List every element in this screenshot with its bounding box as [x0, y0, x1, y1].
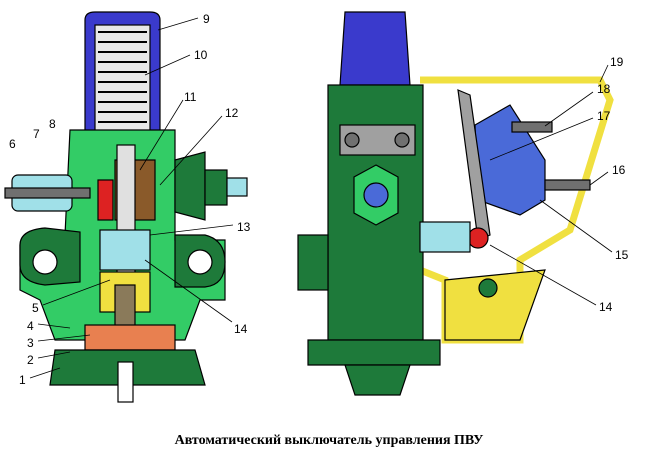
- label-1: 1: [19, 373, 26, 387]
- cyan-block: [419, 221, 471, 253]
- label-9: 9: [203, 12, 210, 26]
- side-fitting: [297, 234, 329, 291]
- label-5: 5: [32, 301, 39, 315]
- label-14-right: 14: [599, 300, 613, 314]
- label-18: 18: [597, 82, 611, 96]
- label-10: 10: [194, 48, 208, 62]
- diaphragm: [84, 324, 176, 351]
- spring-chamber: [94, 24, 151, 136]
- red-insert: [97, 179, 114, 221]
- label-14-left: 14: [234, 322, 248, 336]
- label-17: 17: [597, 109, 611, 123]
- label-11: 11: [184, 90, 197, 104]
- base: [307, 339, 441, 366]
- nut-right: [204, 169, 228, 206]
- cap: [339, 11, 411, 86]
- leader-lines: [29, 17, 613, 379]
- label-16: 16: [612, 163, 626, 177]
- label-19: 19: [610, 55, 624, 69]
- label-12: 12: [225, 106, 239, 120]
- label-7: 7: [33, 127, 40, 141]
- external-view: [297, 11, 614, 396]
- label-8: 8: [49, 117, 56, 131]
- cyan-part: [99, 229, 151, 271]
- yellow-bracket: [444, 269, 546, 341]
- label-3: 3: [27, 336, 34, 350]
- label-2: 2: [27, 353, 34, 367]
- spring: [98, 31, 147, 123]
- label-13: 13: [237, 220, 251, 234]
- label-6: 6: [9, 137, 16, 151]
- part-labels: 9 10 11 12 13 14 5 4 3 2 1 6 7 8 19 18 1…: [9, 12, 629, 387]
- label-15: 15: [615, 248, 629, 262]
- section-view: [4, 11, 248, 403]
- lever: [457, 89, 491, 241]
- right-connector: [174, 151, 206, 221]
- caption: Автоматический выключатель управления ПВ…: [174, 433, 484, 448]
- label-4: 4: [27, 319, 34, 333]
